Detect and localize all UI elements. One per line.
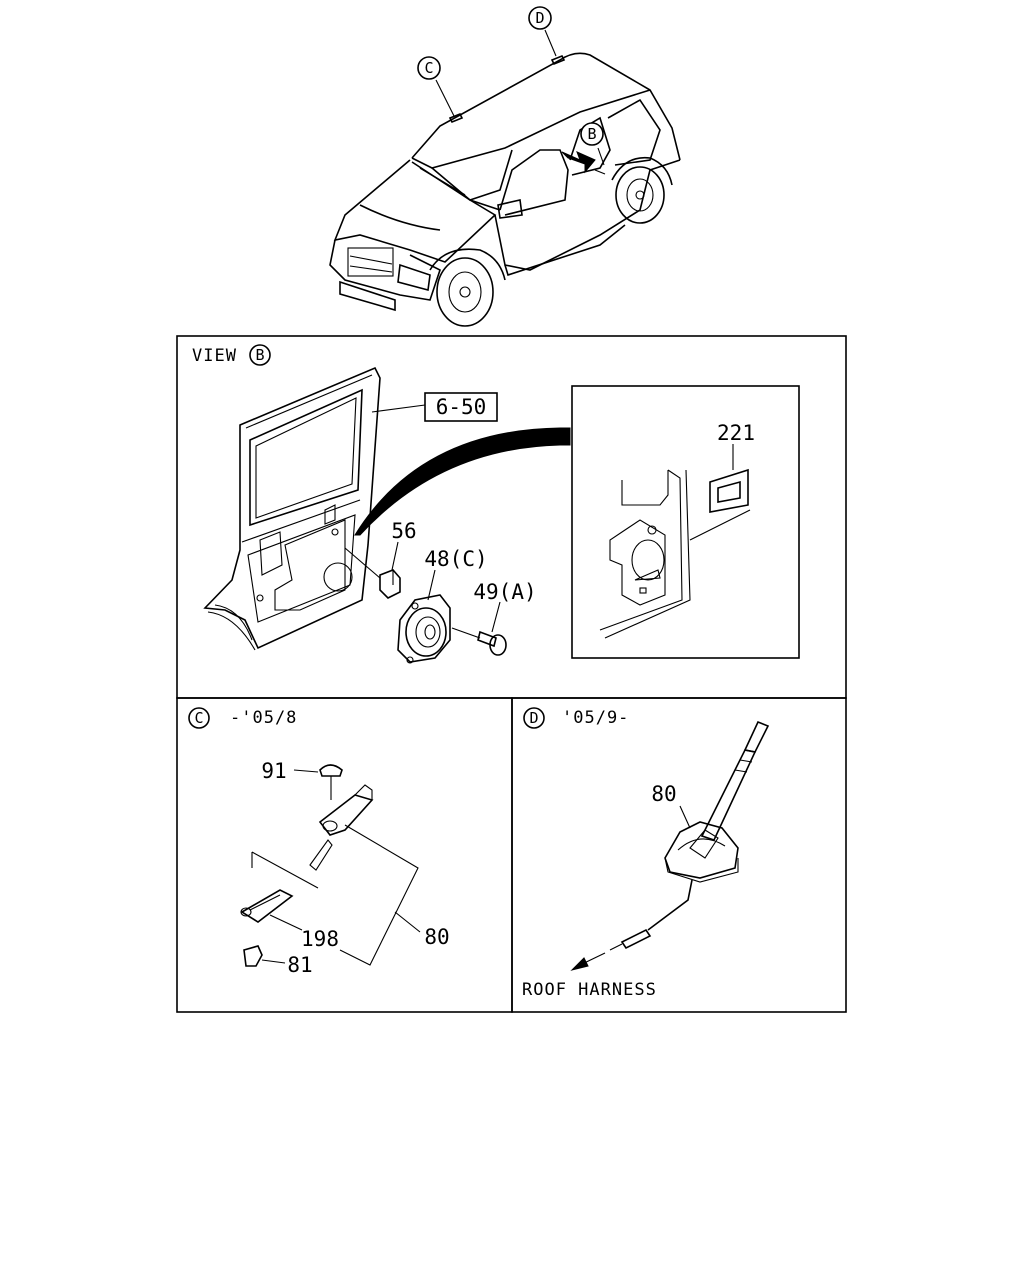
part-81-label: 81 <box>287 953 312 977</box>
svg-text:D: D <box>535 9 544 27</box>
panel-d-antenna-assembly <box>570 720 770 971</box>
svg-text:B: B <box>255 346 264 364</box>
detail-illustration <box>599 444 751 639</box>
panel-d-circle: D <box>523 707 545 729</box>
roof-harness-label: ROOF HARNESS <box>522 980 657 1000</box>
svg-text:D: D <box>529 709 538 727</box>
view-b-panel <box>176 335 847 699</box>
part-56-clip <box>344 541 401 599</box>
part-48-label: 48(C) <box>424 547 487 571</box>
panel-c-antenna-assembly <box>240 764 421 967</box>
detail-pointer-arrow <box>354 427 571 536</box>
part-221-label: 221 <box>717 421 755 445</box>
svg-text:B: B <box>587 125 596 143</box>
callout-d-top: D <box>528 6 552 30</box>
callout-b-top: B <box>580 122 604 146</box>
ref-box-6-50: 6-50 <box>424 392 498 422</box>
panel-d <box>511 697 847 1013</box>
panel-d-date: '05/9- <box>562 708 629 728</box>
part-91-label: 91 <box>261 759 286 783</box>
part-80-d-label: 80 <box>651 782 676 806</box>
part-49-screw <box>451 601 507 656</box>
part-80-c-label: 80 <box>424 925 449 949</box>
view-b-circle: B <box>249 344 271 366</box>
callout-c-top: C <box>417 56 441 80</box>
part-56-label: 56 <box>391 519 416 543</box>
svg-text:C: C <box>194 709 203 727</box>
rear-door-illustration <box>203 366 381 651</box>
panel-c <box>176 697 513 1013</box>
part-49-label: 49(A) <box>473 580 536 604</box>
view-b-title: VIEW <box>192 346 237 366</box>
panel-c-circle: C <box>188 707 210 729</box>
vehicle-illustration <box>329 29 681 327</box>
svg-text:6-50: 6-50 <box>436 395 487 419</box>
svg-text:C: C <box>424 59 433 77</box>
part-198-label: 198 <box>301 927 339 951</box>
panel-c-date: -'05/8 <box>230 708 297 728</box>
part-48-speaker <box>397 569 451 664</box>
detail-box-221 <box>571 385 800 659</box>
